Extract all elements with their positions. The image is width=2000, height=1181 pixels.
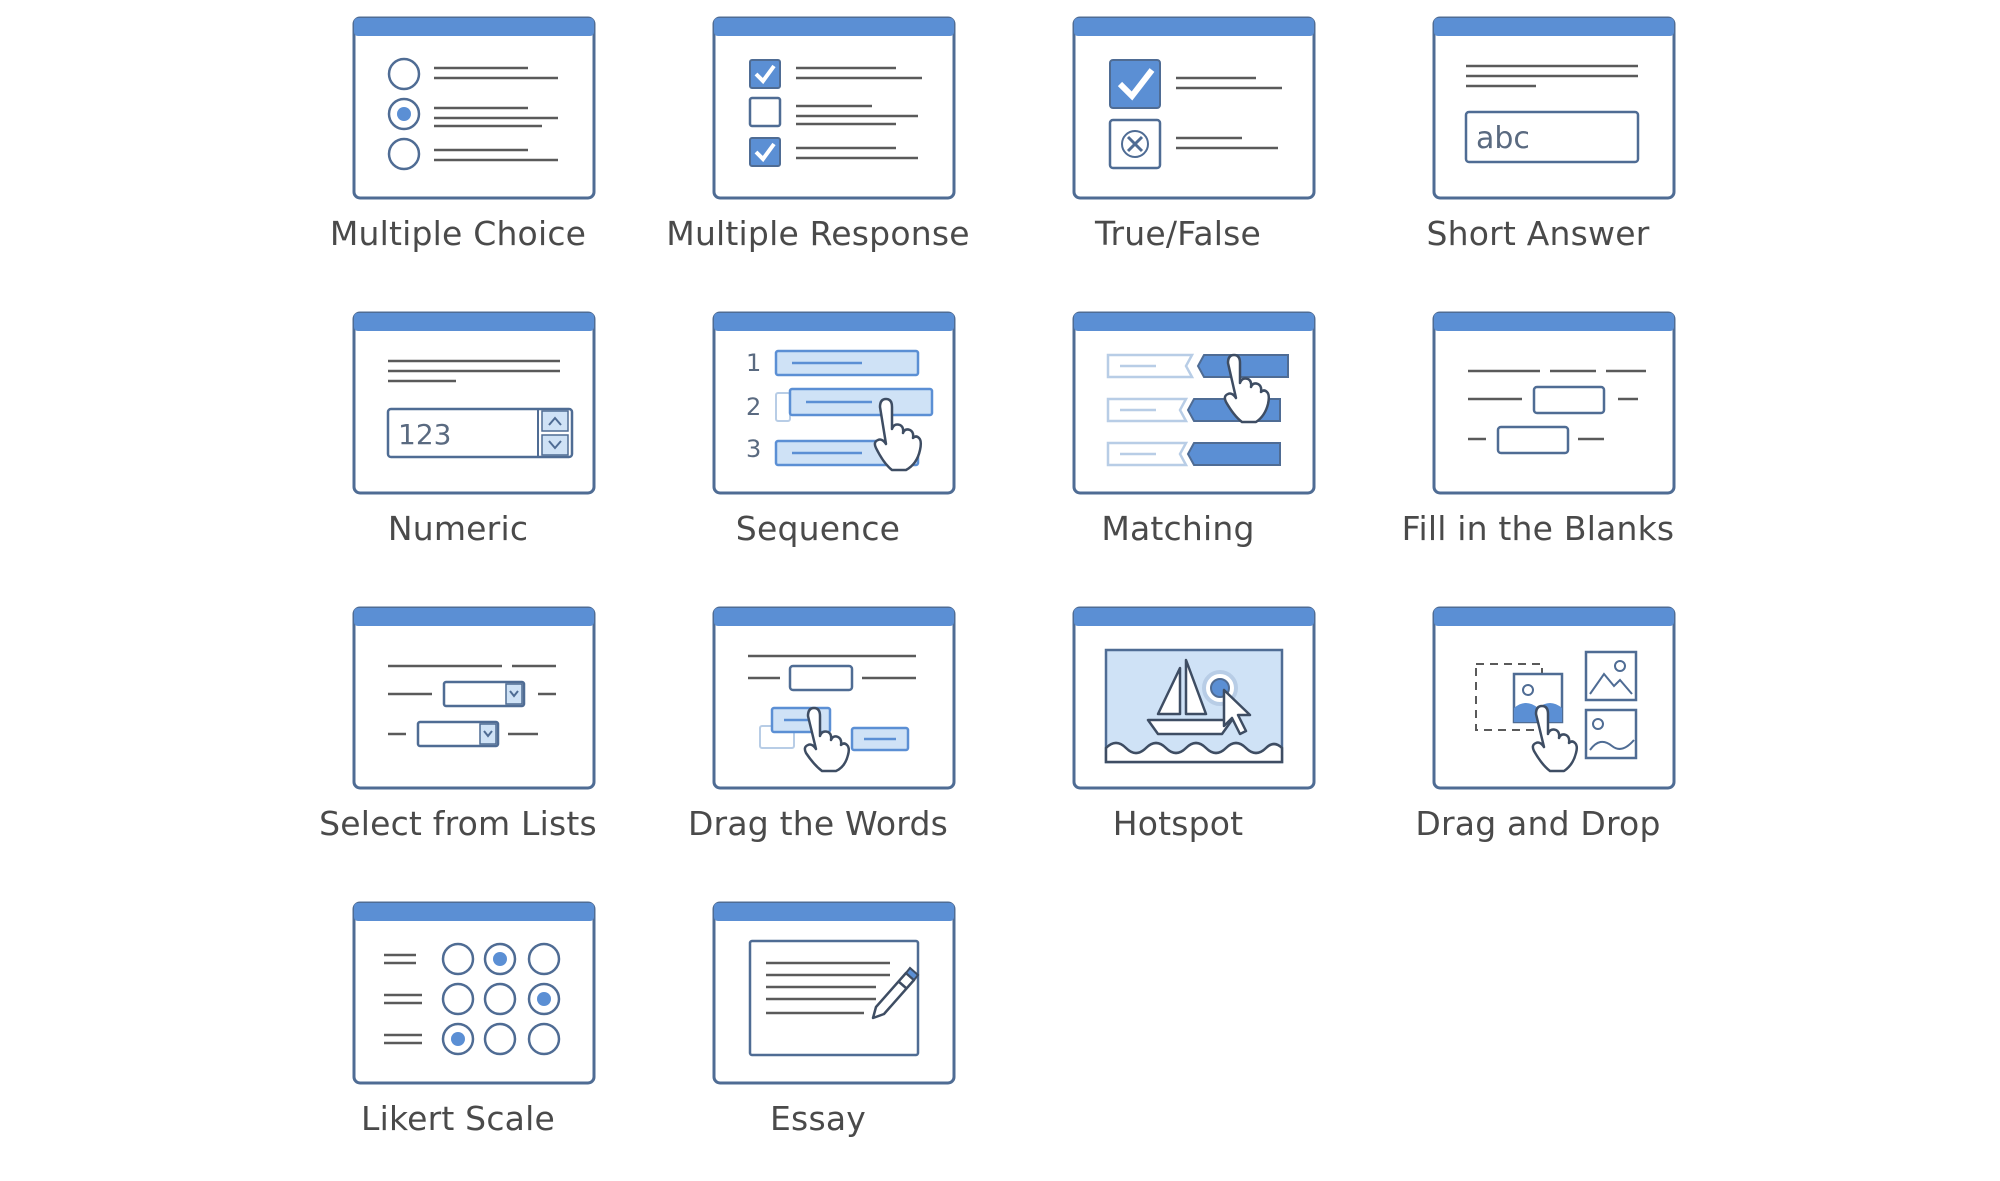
tile-likert-scale[interactable]: Likert Scale bbox=[278, 901, 638, 1181]
drag-the-words-icon bbox=[712, 606, 956, 790]
select-from-lists-icon bbox=[352, 606, 596, 790]
fill-in-the-blanks-icon bbox=[1432, 311, 1676, 495]
tile-fill-in-the-blanks[interactable]: Fill in the Blanks bbox=[1358, 311, 1718, 591]
likert-scale-icon bbox=[352, 901, 596, 1085]
hand-cursor-icon bbox=[1531, 704, 1579, 773]
tile-label: Drag and Drop bbox=[1415, 804, 1661, 843]
true-false-icon bbox=[1072, 16, 1316, 200]
sequence-number-3: 3 bbox=[746, 435, 761, 463]
tile-label: Drag the Words bbox=[687, 804, 949, 843]
tile-label: Hotspot bbox=[1112, 804, 1244, 843]
arrow-cursor-icon bbox=[1222, 688, 1252, 736]
short-answer-sample-text: abc bbox=[1476, 121, 1530, 156]
tile-numeric[interactable]: 123 Numeric bbox=[278, 311, 638, 591]
tile-sequence[interactable]: 1 2 3 Sequence bbox=[638, 311, 998, 591]
tile-label: Likert Scale bbox=[361, 1099, 555, 1138]
hand-cursor-icon bbox=[803, 706, 851, 773]
multiple-response-icon bbox=[712, 16, 956, 200]
tile-short-answer[interactable]: abc Short Answer bbox=[1358, 16, 1718, 296]
drag-and-drop-icon bbox=[1432, 606, 1676, 790]
tile-label: Sequence bbox=[735, 509, 901, 548]
tile-drag-the-words[interactable]: Drag the Words bbox=[638, 606, 998, 886]
sequence-number-1: 1 bbox=[746, 349, 761, 377]
tile-label: Multiple Choice bbox=[329, 214, 587, 253]
tile-select-from-lists[interactable]: Select from Lists bbox=[278, 606, 638, 886]
tile-label: Fill in the Blanks bbox=[1401, 509, 1675, 548]
tile-label: Short Answer bbox=[1426, 214, 1650, 253]
numeric-sample-text: 123 bbox=[398, 418, 451, 451]
sequence-icon: 1 2 3 bbox=[712, 311, 956, 495]
multiple-choice-icon bbox=[352, 16, 596, 200]
tile-label: Essay bbox=[770, 1099, 866, 1138]
tile-label: Numeric bbox=[387, 509, 529, 548]
numeric-icon: 123 bbox=[352, 311, 596, 495]
tile-multiple-response[interactable]: Multiple Response bbox=[638, 16, 998, 296]
tile-label: Matching bbox=[1101, 509, 1255, 548]
tile-multiple-choice[interactable]: Multiple Choice bbox=[278, 16, 638, 296]
tile-label: Multiple Response bbox=[666, 214, 970, 253]
pencil-icon bbox=[871, 966, 920, 1020]
tile-essay[interactable]: Essay bbox=[638, 901, 998, 1181]
tile-drag-and-drop[interactable]: Drag and Drop bbox=[1358, 606, 1718, 886]
tile-hotspot[interactable]: Hotspot bbox=[998, 606, 1358, 886]
sequence-number-2: 2 bbox=[746, 393, 761, 421]
tile-label: True/False bbox=[1094, 214, 1262, 253]
matching-icon bbox=[1072, 311, 1316, 495]
tile-true-false[interactable]: True/False bbox=[998, 16, 1358, 296]
hand-cursor-icon bbox=[873, 397, 923, 472]
tile-matching[interactable]: Matching bbox=[998, 311, 1358, 591]
hand-cursor-icon bbox=[1223, 353, 1271, 424]
question-type-grid: Multiple Choice Multiple Response bbox=[278, 16, 1718, 1138]
short-answer-icon: abc bbox=[1432, 16, 1676, 200]
hotspot-icon bbox=[1072, 606, 1316, 790]
essay-icon bbox=[712, 901, 956, 1085]
tile-label: Select from Lists bbox=[319, 804, 597, 843]
